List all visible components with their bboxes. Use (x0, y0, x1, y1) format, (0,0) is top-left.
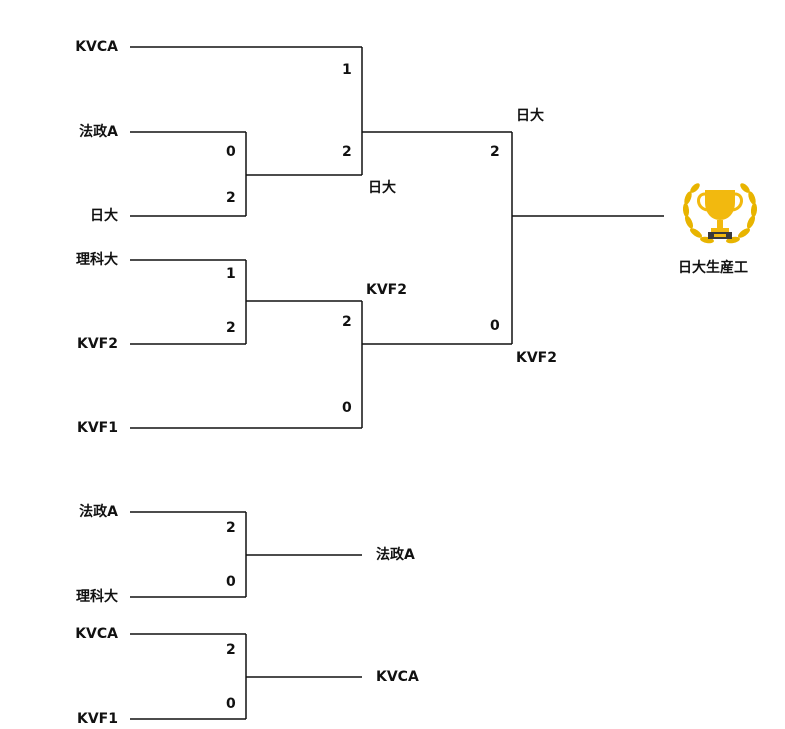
team-label: 理科大 (76, 252, 118, 268)
score-label: 0 (342, 400, 352, 416)
finalist-label: 日大 (516, 108, 544, 124)
finalist-label: KVF2 (516, 350, 557, 366)
score-label: 2 (342, 144, 352, 160)
team-label: 法政A (79, 504, 118, 520)
winner-label: KVCA (376, 669, 419, 685)
score-label: 0 (226, 144, 236, 160)
score-label: 1 (342, 62, 352, 78)
team-label: 法政A (79, 124, 118, 140)
trophy-icon (680, 176, 760, 252)
team-label: KVF1 (77, 420, 118, 436)
score-label: 0 (226, 696, 236, 712)
team-label: 理科大 (76, 589, 118, 605)
team-label: 日大 (90, 208, 118, 224)
score-label: 2 (226, 642, 236, 658)
score-label: 0 (490, 318, 500, 334)
team-label: KVCA (75, 39, 118, 55)
score-label: 2 (490, 144, 500, 160)
score-label: 2 (342, 314, 352, 330)
winner-label: KVF2 (366, 282, 407, 298)
score-label: 2 (226, 190, 236, 206)
score-label: 2 (226, 520, 236, 536)
score-label: 0 (226, 574, 236, 590)
team-label: KVF2 (77, 336, 118, 352)
score-label: 1 (226, 266, 236, 282)
winner-label: 日大 (368, 180, 396, 196)
score-label: 2 (226, 320, 236, 336)
champion-label: 日大生産工 (678, 260, 748, 276)
team-label: KVCA (75, 626, 118, 642)
winner-label: 法政A (376, 547, 415, 563)
team-label: KVF1 (77, 711, 118, 727)
